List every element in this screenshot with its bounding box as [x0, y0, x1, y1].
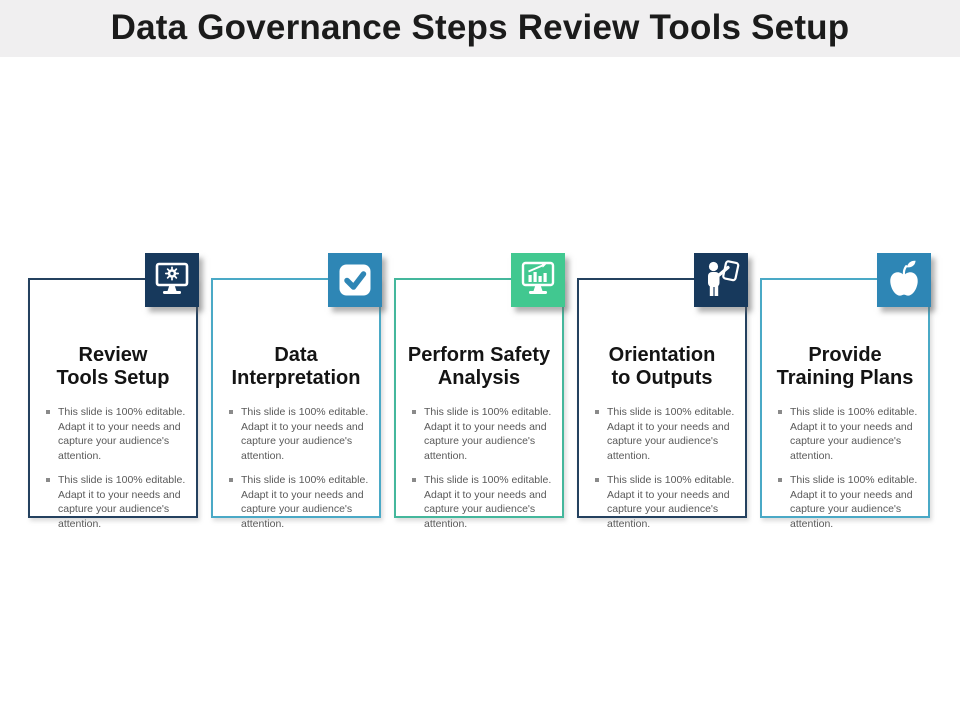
- list-item: This slide is 100% editable. Adapt it to…: [412, 405, 554, 463]
- bullet-text: This slide is 100% editable. Adapt it to…: [607, 406, 735, 462]
- page-title: Data Governance Steps Review Tools Setup: [110, 8, 850, 47]
- bullet-icon: [778, 410, 782, 414]
- card-title-line: Training Plans: [776, 367, 914, 389]
- list-item: This slide is 100% editable. Adapt it to…: [595, 473, 737, 531]
- card-title-line: Tools Setup: [56, 367, 170, 389]
- bullet-icon: [46, 410, 50, 414]
- card-title-line: Data: [274, 344, 318, 366]
- bullet-icon: [412, 478, 416, 482]
- list-item: This slide is 100% editable. Adapt it to…: [778, 473, 920, 531]
- card-title: Perform Safety Analysis: [400, 344, 558, 390]
- list-item: This slide is 100% editable. Adapt it to…: [229, 405, 371, 463]
- card-perform-safety-analysis: Perform Safety Analysis This slide is 10…: [394, 253, 565, 530]
- bullet-icon: [229, 478, 233, 482]
- bullet-text: This slide is 100% editable. Adapt it to…: [607, 474, 735, 530]
- steps-row: Review Tools Setup This slide is 100% ed…: [28, 253, 931, 530]
- monitor-gear-icon: [145, 253, 199, 307]
- bullet-text: This slide is 100% editable. Adapt it to…: [790, 474, 918, 530]
- card-orientation-to-outputs: Orientation to Outputs This slide is 100…: [577, 253, 748, 530]
- bullet-text: This slide is 100% editable. Adapt it to…: [424, 474, 552, 530]
- card-review-tools-setup: Review Tools Setup This slide is 100% ed…: [28, 253, 199, 530]
- card-title-line: Provide: [808, 344, 882, 366]
- card-title-line: Analysis: [437, 367, 521, 389]
- bullet-text: This slide is 100% editable. Adapt it to…: [424, 406, 552, 462]
- slide-header: Data Governance Steps Review Tools Setup: [0, 0, 960, 57]
- bullet-list: This slide is 100% editable. Adapt it to…: [213, 405, 379, 531]
- bullet-icon: [412, 410, 416, 414]
- list-item: This slide is 100% editable. Adapt it to…: [595, 405, 737, 463]
- list-item: This slide is 100% editable. Adapt it to…: [229, 473, 371, 531]
- bullet-list: This slide is 100% editable. Adapt it to…: [579, 405, 745, 531]
- bullet-icon: [595, 478, 599, 482]
- list-item: This slide is 100% editable. Adapt it to…: [46, 405, 188, 463]
- card-title-line: Perform Safety: [407, 344, 551, 366]
- bullet-text: This slide is 100% editable. Adapt it to…: [58, 474, 186, 530]
- checkmark-icon: [328, 253, 382, 307]
- bullet-icon: [229, 410, 233, 414]
- bullet-list: This slide is 100% editable. Adapt it to…: [396, 405, 562, 531]
- bullet-text: This slide is 100% editable. Adapt it to…: [241, 474, 369, 530]
- bullet-list: This slide is 100% editable. Adapt it to…: [30, 405, 196, 531]
- list-item: This slide is 100% editable. Adapt it to…: [778, 405, 920, 463]
- bullet-icon: [595, 410, 599, 414]
- card-title: Review Tools Setup: [34, 344, 192, 390]
- card-title-line: Orientation: [608, 344, 716, 366]
- card-title: Provide Training Plans: [766, 344, 924, 390]
- apple-icon: [877, 253, 931, 307]
- bullet-text: This slide is 100% editable. Adapt it to…: [241, 406, 369, 462]
- monitor-chart-icon: [511, 253, 565, 307]
- list-item: This slide is 100% editable. Adapt it to…: [46, 473, 188, 531]
- list-item: This slide is 100% editable. Adapt it to…: [412, 473, 554, 531]
- bullet-text: This slide is 100% editable. Adapt it to…: [790, 406, 918, 462]
- bullet-text: This slide is 100% editable. Adapt it to…: [58, 406, 186, 462]
- bullet-list: This slide is 100% editable. Adapt it to…: [762, 405, 928, 531]
- bullet-icon: [778, 478, 782, 482]
- card-title-line: to Outputs: [611, 367, 713, 389]
- presenter-board-icon: [694, 253, 748, 307]
- card-title: Orientation to Outputs: [583, 344, 741, 390]
- card-title-line: Interpretation: [231, 367, 361, 389]
- bullet-icon: [46, 478, 50, 482]
- card-title: Data Interpretation: [217, 344, 375, 390]
- card-provide-training-plans: Provide Training Plans This slide is 100…: [760, 253, 931, 530]
- card-data-interpretation: Data Interpretation This slide is 100% e…: [211, 253, 382, 530]
- card-title-line: Review: [78, 344, 148, 366]
